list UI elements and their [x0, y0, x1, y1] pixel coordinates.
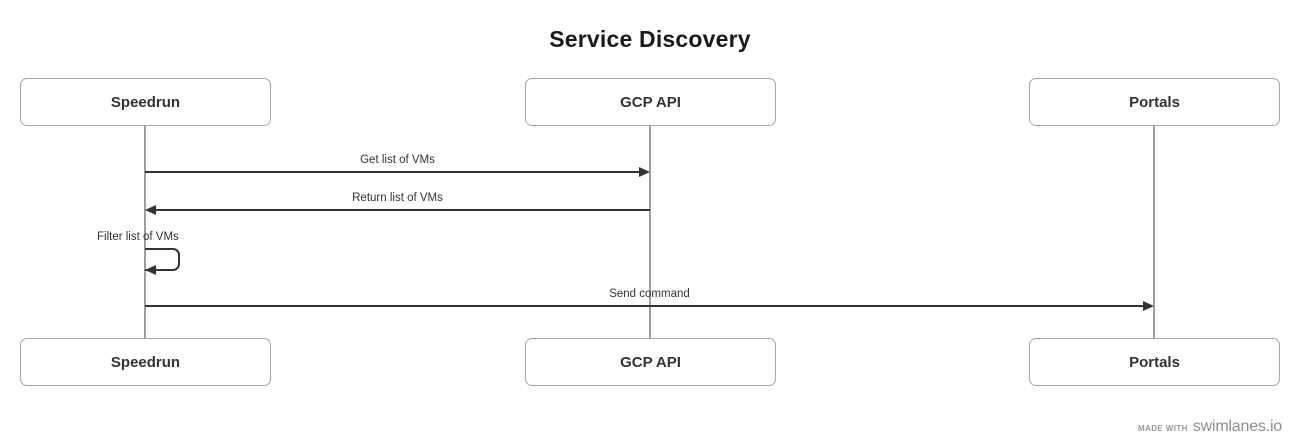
participant-box-gcp-api-bottom[interactable]: GCP API [525, 338, 776, 386]
lifeline-portals [1153, 126, 1155, 338]
lifeline-gcp-api [649, 126, 651, 338]
page-title: Service Discovery [549, 26, 751, 52]
watermark-made-with-label: MADE WITH [1137, 424, 1188, 433]
watermark[interactable]: MADE WITH swimlanes.io [1138, 418, 1282, 436]
participant-box-portals-bottom[interactable]: Portals [1029, 338, 1280, 386]
message-label-filter-list-of-vms: Filter list of VMs [97, 231, 179, 243]
message-label-get-list-of-vms: Get list of VMs [360, 154, 435, 166]
message-label-return-list-of-vms: Return list of VMs [352, 192, 443, 204]
participant-label-portals-top: Portals [1129, 93, 1180, 111]
self-message-loop-filter-list-of-vms [145, 248, 180, 271]
participant-box-speedrun-top[interactable]: Speedrun [20, 78, 271, 126]
message-line-get-list-of-vms [145, 171, 641, 173]
participant-label-gcp-api-top: GCP API [620, 93, 681, 111]
message-label-send-command: Send command [609, 288, 690, 300]
lifeline-speedrun [144, 126, 146, 338]
participant-label-speedrun-bottom: Speedrun [110, 353, 181, 371]
participant-box-speedrun-bottom[interactable]: Speedrun [20, 338, 271, 386]
message-line-return-list-of-vms [156, 209, 650, 211]
watermark-brand-label: swimlanes.io [1192, 418, 1282, 435]
participant-label-speedrun-top: Speedrun [110, 93, 181, 111]
self-message-arrowhead-filter-list-of-vms [145, 264, 156, 275]
message-line-send-command [145, 305, 1145, 307]
participant-label-gcp-api-bottom: GCP API [620, 353, 681, 371]
message-arrowhead-get-list-of-vms [639, 166, 650, 177]
message-arrowhead-return-list-of-vms [145, 204, 156, 215]
participant-box-portals-top[interactable]: Portals [1029, 78, 1280, 126]
participant-label-portals-bottom: Portals [1129, 353, 1180, 371]
message-arrowhead-send-command [1143, 300, 1154, 311]
participant-box-gcp-api-top[interactable]: GCP API [525, 78, 776, 126]
